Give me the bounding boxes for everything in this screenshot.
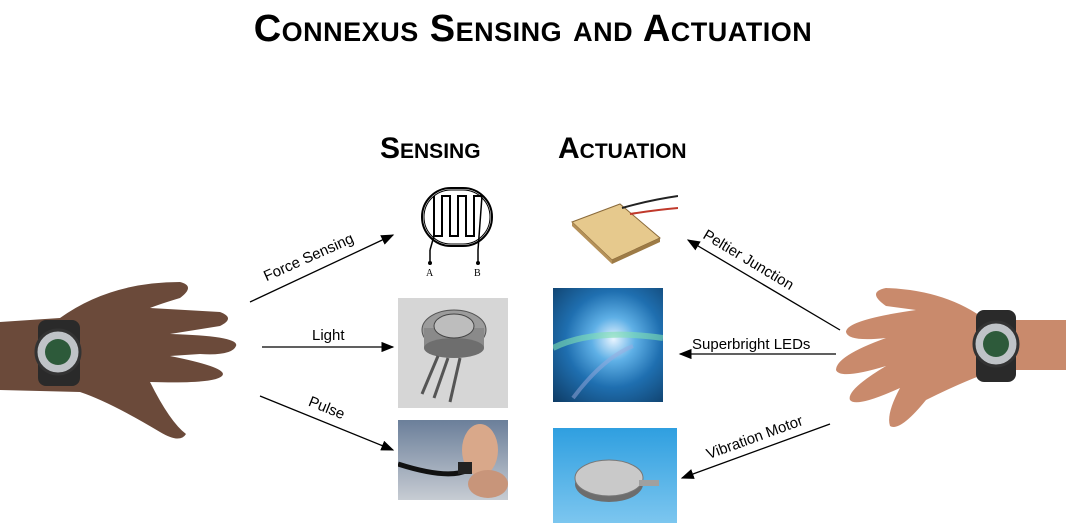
right-hand-with-watch-image [836,288,1066,427]
sensing-heading: Sensing [380,132,481,165]
label-leds: Superbright LEDs [692,336,811,353]
diagram-title: Connexus Sensing and Actuation [253,8,813,50]
arrow-peltier [686,239,841,331]
terminal-a-label: A [426,268,434,279]
vibration-motor-image [553,428,677,523]
label-light: Light [312,327,345,344]
terminal-b-label: B [474,268,481,279]
force-sensor-image: A B [421,187,493,279]
actuation-heading: Actuation [558,132,687,165]
left-hand-with-watch-image [0,282,237,439]
peltier-image [560,192,678,272]
led-image [553,288,663,402]
light-sensor-image [398,298,508,408]
pulse-sensor-image [398,420,508,500]
arrow-vibration [680,423,831,479]
arrow-force-sensing [249,234,395,303]
arrow-pulse [259,395,395,451]
